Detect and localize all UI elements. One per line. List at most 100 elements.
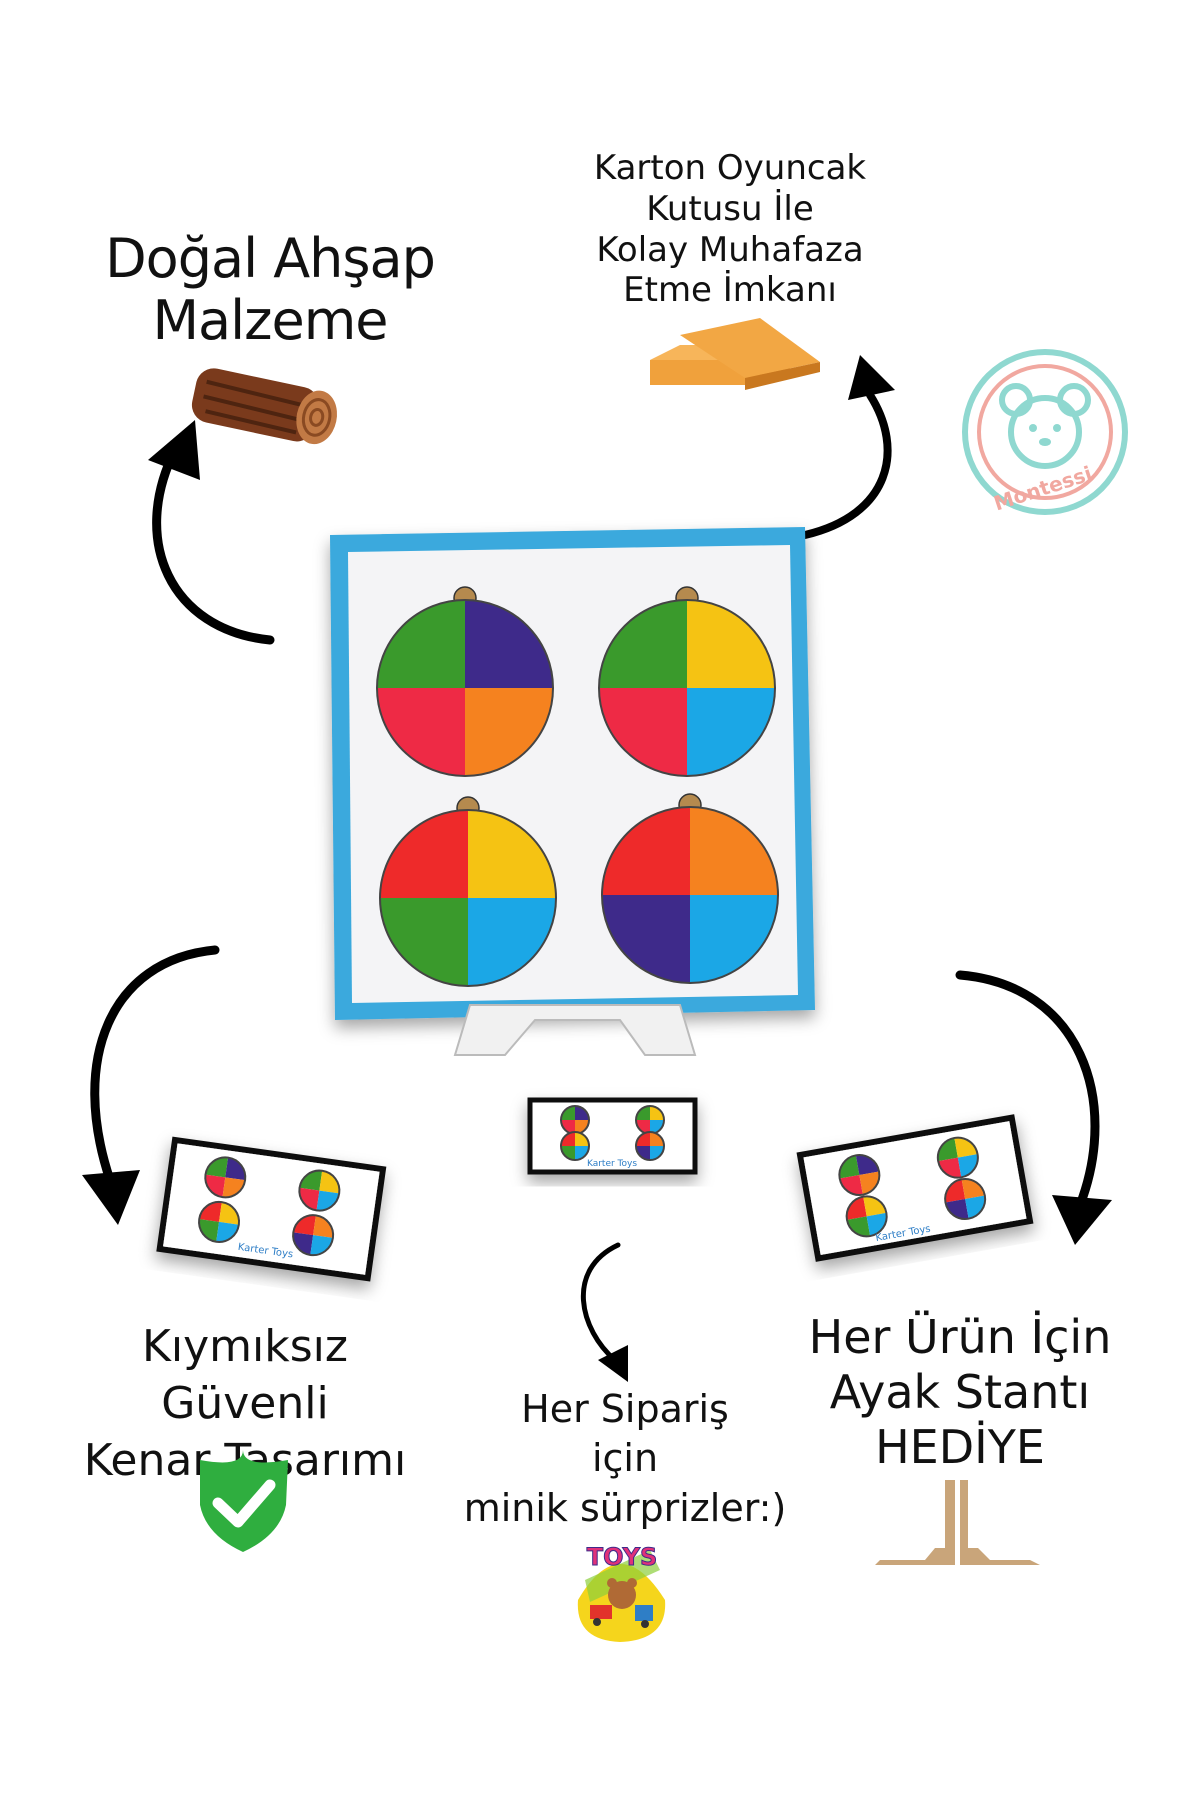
mini-left-circle-2-piece-3 — [299, 1187, 320, 1211]
mini-left-circle-3-piece-2 — [219, 1202, 240, 1225]
feature-box-line1: Karton Oyuncak — [593, 148, 867, 188]
mini-center-circle-1-piece-3 — [561, 1120, 575, 1134]
feature-gift-line3: minik sürprizler:) — [463, 1485, 787, 1530]
feature-natural-wood-line2: Malzeme — [152, 289, 388, 353]
bear-logo-icon: Montessi — [962, 349, 1128, 515]
mini-right-circle-1-outline — [838, 1153, 881, 1196]
mini-magnet-center: Karter Toys — [527, 1097, 698, 1175]
feature-gift-line2: için — [591, 1436, 659, 1481]
mini-left-circle-4 — [292, 1214, 335, 1257]
arrow-to-stand — [955, 970, 1112, 1245]
mini-center-circle-3-piece-2 — [575, 1132, 589, 1146]
puzzle-circle-2-outline — [598, 599, 776, 777]
mini-center-circle-2 — [635, 1105, 665, 1135]
feature-natural-wood: Doğal Ahşap Malzeme — [80, 227, 460, 353]
shield-check-icon — [200, 1450, 288, 1552]
mini-left-circle-4-piece-3 — [293, 1232, 314, 1255]
puzzle-circle-3-piece-2 — [468, 810, 556, 898]
mini-right-circle-4-outline — [944, 1177, 987, 1220]
feature-natural-wood-line1: Doğal Ahşap — [105, 227, 436, 290]
mini-magnet-right: Karter Toys — [796, 1114, 1034, 1262]
mini-right-circle-4-piece-1 — [945, 1179, 966, 1203]
mini-right-circle-4-piece-3 — [945, 1198, 969, 1219]
mini-right-circle-3-piece-4 — [866, 1212, 887, 1237]
mini-left-circle-1-piece-4 — [222, 1177, 246, 1198]
feature-safe-line1: Kıymıksız Güvenli — [142, 1321, 348, 1430]
mini-center-circle-4-piece-1 — [636, 1132, 650, 1146]
puzzle-circle-3-piece-1 — [380, 810, 468, 898]
mini-left-circle-3-outline — [198, 1200, 241, 1243]
mini-center-circle-3-outline — [560, 1131, 590, 1161]
puzzle-circle-4 — [601, 793, 779, 984]
board-stand — [453, 1004, 697, 1056]
feature-box-line2: Kutusu İle — [646, 188, 814, 229]
puzzle-circle-4-outline — [601, 806, 779, 984]
puzzle-circle-3-outline — [379, 809, 557, 987]
puzzle-circle-1-piece-3 — [377, 688, 465, 776]
feature-stand-line3: HEDİYE — [875, 1420, 1045, 1475]
mini-center-circle-4-outline — [635, 1131, 665, 1161]
mini-right-circle-4-piece-2 — [961, 1178, 985, 1199]
feature-gift-line1: Her Sipariş — [521, 1387, 729, 1431]
mini-center-circle-2-piece-4 — [650, 1120, 664, 1134]
mini-left-circle-1-piece-1 — [205, 1157, 229, 1178]
mini-left-circle-1 — [204, 1156, 247, 1199]
puzzle-circle-2 — [598, 586, 776, 777]
mini-left-circle-1-piece-2 — [225, 1157, 246, 1181]
mini-left-circle-3 — [198, 1200, 241, 1243]
mini-left-circle-2-piece-1 — [299, 1170, 323, 1191]
mini-left-circle-1-outline — [204, 1156, 247, 1199]
mini-right-circle-2-piece-2 — [954, 1137, 978, 1158]
puzzle-circle-3-piece-3 — [380, 898, 468, 986]
mini-left-circle-3-piece-4 — [216, 1221, 239, 1242]
puzzle-circle-1-piece-1 — [377, 600, 465, 688]
mini-right-circle-4 — [944, 1177, 987, 1220]
feature-stand-line2: Ayak Stantı — [829, 1365, 1091, 1420]
mini-right-circle-1-piece-4 — [859, 1171, 880, 1195]
mini-right-circle-2-piece-1 — [937, 1137, 958, 1162]
puzzle-circle-4-piece-1 — [602, 807, 690, 895]
mini-right-circle-2-piece-3 — [938, 1157, 962, 1178]
mini-right-circle-2-piece-4 — [957, 1154, 978, 1178]
puzzle-circle-1-outline — [376, 599, 554, 777]
mini-center-circle-2-piece-2 — [650, 1106, 664, 1120]
mini-right-circle-3-piece-3 — [846, 1216, 871, 1237]
mini-center-circle-1 — [560, 1105, 590, 1135]
arrow-to-gift — [580, 1242, 628, 1382]
mini-right-circle-1-piece-2 — [855, 1154, 880, 1175]
mini-center-circle-4-piece-4 — [650, 1146, 664, 1160]
mini-right-circle-1 — [838, 1153, 881, 1196]
mini-center-circle-2-piece-3 — [636, 1120, 650, 1134]
mini-right-circle-3 — [845, 1195, 888, 1238]
puzzle-circle-3-piece-4 — [468, 898, 556, 986]
feature-safe-edges: Kıymıksız Güvenli Kenar Tasarımı — [55, 1318, 435, 1490]
puzzle-circle-1 — [376, 586, 554, 777]
puzzle-circle-4-piece-3 — [602, 895, 690, 983]
mini-center-circle-1-piece-4 — [575, 1120, 589, 1134]
mini-right-circle-3-outline — [845, 1195, 888, 1238]
puzzle-circle-2-piece-1 — [599, 600, 687, 688]
feature-stand-line1: Her Ürün İçin — [808, 1310, 1112, 1364]
mini-magnet-left: Karter Toys — [156, 1136, 387, 1282]
puzzle-circle-4-piece-2 — [690, 807, 778, 895]
mini-center-circle-3-piece-1 — [561, 1132, 575, 1146]
mini-center-circle-1-piece-1 — [561, 1106, 575, 1120]
mini-center-brand: Karter Toys — [587, 1159, 637, 1169]
feature-box-line4: Etme İmkanı — [623, 270, 837, 311]
mini-center-circle-4 — [635, 1131, 665, 1161]
log-icon — [191, 368, 338, 445]
mini-right-circle-3-piece-2 — [863, 1196, 887, 1217]
stand-icon — [875, 1480, 1040, 1565]
mini-right-circle-2-outline — [936, 1136, 979, 1179]
mini-center-circle-4-piece-2 — [650, 1132, 664, 1146]
mini-left-circle-1-piece-3 — [205, 1174, 226, 1198]
box-icon — [650, 318, 820, 390]
puzzle-circle-2-piece-4 — [687, 688, 775, 776]
mini-left-circle-3-piece-1 — [199, 1201, 222, 1222]
toys-badge-text: TOYS — [587, 1543, 658, 1571]
mini-left-circle-4-piece-1 — [293, 1215, 316, 1236]
mini-center-circle-2-piece-1 — [636, 1106, 650, 1120]
feature-stand-gift: Her Ürün İçin Ayak Stantı HEDİYE — [790, 1310, 1130, 1476]
feature-box-line3: Kolay Muhafaza — [596, 229, 864, 270]
toys-badge-icon: TOYS — [577, 1543, 666, 1642]
